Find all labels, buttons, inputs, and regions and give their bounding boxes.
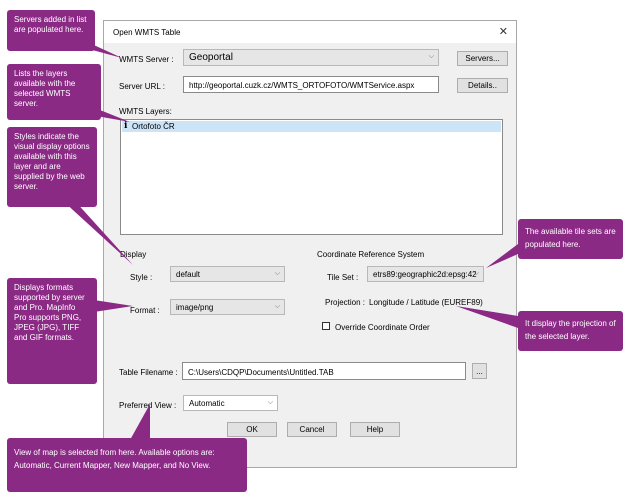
- callout-layers: Lists the layers available with the sele…: [7, 64, 101, 120]
- wmts-server-value: Geoportal: [189, 52, 233, 63]
- pointer-styles: [62, 200, 133, 265]
- preferred-view-value: Automatic: [189, 399, 225, 408]
- help-button[interactable]: Help: [350, 422, 400, 437]
- servers-button[interactable]: Servers...: [457, 51, 508, 66]
- pointer-view: [130, 404, 150, 440]
- wmts-server-label: WMTS Server :: [119, 55, 174, 64]
- override-coordinate-checkbox[interactable]: [322, 322, 330, 330]
- style-select[interactable]: default ⌵: [170, 266, 285, 282]
- chevron-down-icon: ⌵: [267, 399, 273, 406]
- format-value: image/png: [176, 303, 214, 312]
- tile-set-label: Tile Set :: [327, 273, 359, 282]
- chevron-down-icon: ⌵: [473, 270, 479, 277]
- callout-projection: It display the projection of the selecte…: [518, 311, 623, 351]
- tile-set-select[interactable]: etrs89:geographic2d:epsg:42 ⌵: [367, 266, 484, 282]
- projection-label: Projection :: [325, 298, 366, 307]
- chevron-down-icon: ⌵: [274, 270, 280, 277]
- ok-button[interactable]: OK: [227, 422, 277, 437]
- chevron-down-icon: ⌵: [428, 53, 434, 60]
- title-bar: Open WMTS Table ✕: [104, 21, 516, 43]
- preferred-view-select[interactable]: Automatic ⌵: [183, 395, 278, 411]
- cancel-button[interactable]: Cancel: [287, 422, 337, 437]
- wmts-server-select[interactable]: Geoportal ⌵: [183, 49, 439, 66]
- details-button[interactable]: Details..: [457, 78, 508, 93]
- close-icon[interactable]: ✕: [498, 26, 508, 38]
- wmts-layers-list[interactable]: i Ortofoto ČR: [120, 119, 503, 235]
- list-item[interactable]: i Ortofoto ČR: [122, 121, 501, 132]
- wmts-layers-label: WMTS Layers:: [119, 107, 172, 116]
- style-value: default: [176, 270, 201, 279]
- server-url-field[interactable]: http://geoportal.cuzk.cz/WMTS_ORTOFOTO/W…: [183, 76, 439, 93]
- table-filename-field[interactable]: C:\Users\CDQP\Documents\Untitled.TAB: [182, 362, 466, 380]
- style-label: Style :: [130, 273, 153, 282]
- callout-view: View of map is selected from here. Avail…: [7, 438, 247, 492]
- tile-set-value: etrs89:geographic2d:epsg:42: [373, 270, 477, 279]
- table-filename-label: Table Filename :: [119, 368, 178, 377]
- dialog-title: Open WMTS Table: [113, 28, 181, 37]
- server-url-label: Server URL :: [119, 82, 165, 91]
- pointer-formats: [94, 300, 133, 312]
- callout-styles: Styles indicate the visual display optio…: [7, 127, 97, 207]
- pointer-tilesets: [486, 244, 518, 268]
- callout-formats: Displays formats supported by server and…: [7, 278, 97, 384]
- preferred-view-label: Preferred View :: [119, 401, 177, 410]
- projection-value: Longitude / Latitude (EUREF89): [369, 298, 483, 307]
- pointer-projection: [456, 306, 518, 328]
- crs-section-label: Coordinate Reference System: [317, 250, 425, 259]
- info-icon: i: [124, 121, 128, 131]
- format-label: Format :: [130, 306, 160, 315]
- override-coordinate-label: Override Coordinate Order: [335, 323, 430, 332]
- callout-tilesets: The available tile sets are populated he…: [518, 219, 623, 259]
- browse-button[interactable]: ...: [472, 363, 487, 379]
- open-wmts-table-dialog: Open WMTS Table ✕ WMTS Server : Geoporta…: [103, 20, 517, 468]
- format-select[interactable]: image/png ⌵: [170, 299, 285, 315]
- layer-label: Ortofoto ČR: [132, 122, 175, 131]
- callout-servers: Servers added in list are populated here…: [7, 10, 95, 51]
- chevron-down-icon: ⌵: [274, 303, 280, 310]
- display-section-label: Display: [120, 250, 147, 259]
